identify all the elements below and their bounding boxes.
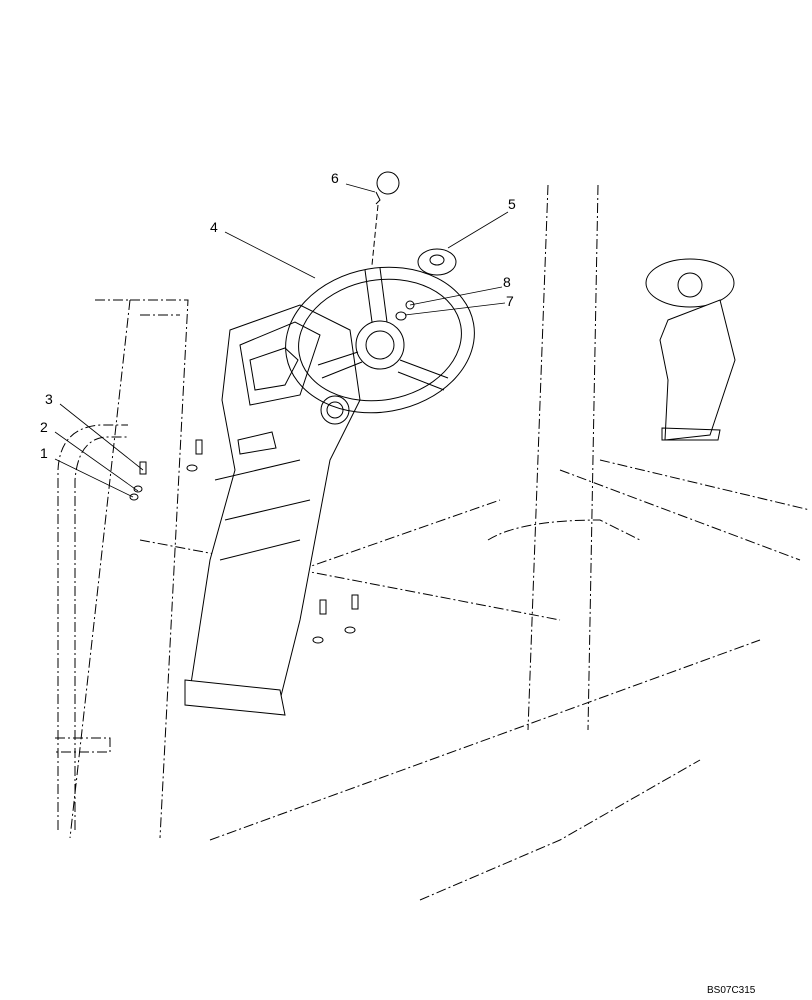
horn-cap xyxy=(417,248,457,276)
leader-lines xyxy=(54,183,509,498)
callout-5: 5 xyxy=(508,196,516,212)
callout-7: 7 xyxy=(506,293,514,309)
spinner-knob xyxy=(371,171,400,266)
callout-1: 1 xyxy=(40,445,48,461)
callout-4: 4 xyxy=(210,219,218,235)
inset-view xyxy=(645,258,736,441)
right-cab-post xyxy=(487,184,641,731)
callout-8: 8 xyxy=(503,274,511,290)
mounting-hardware xyxy=(129,439,359,644)
cab-floor xyxy=(139,459,811,901)
callout-6: 6 xyxy=(331,170,339,186)
drawing-code: BS07C315 xyxy=(707,985,756,996)
callout-2: 2 xyxy=(40,419,48,435)
nut xyxy=(405,300,415,310)
grab-handle xyxy=(55,424,128,830)
left-cab-pillar xyxy=(69,299,189,839)
steering-wheel xyxy=(285,266,475,414)
steering-column xyxy=(184,304,361,716)
washer xyxy=(395,311,407,321)
callout-3: 3 xyxy=(45,391,53,407)
